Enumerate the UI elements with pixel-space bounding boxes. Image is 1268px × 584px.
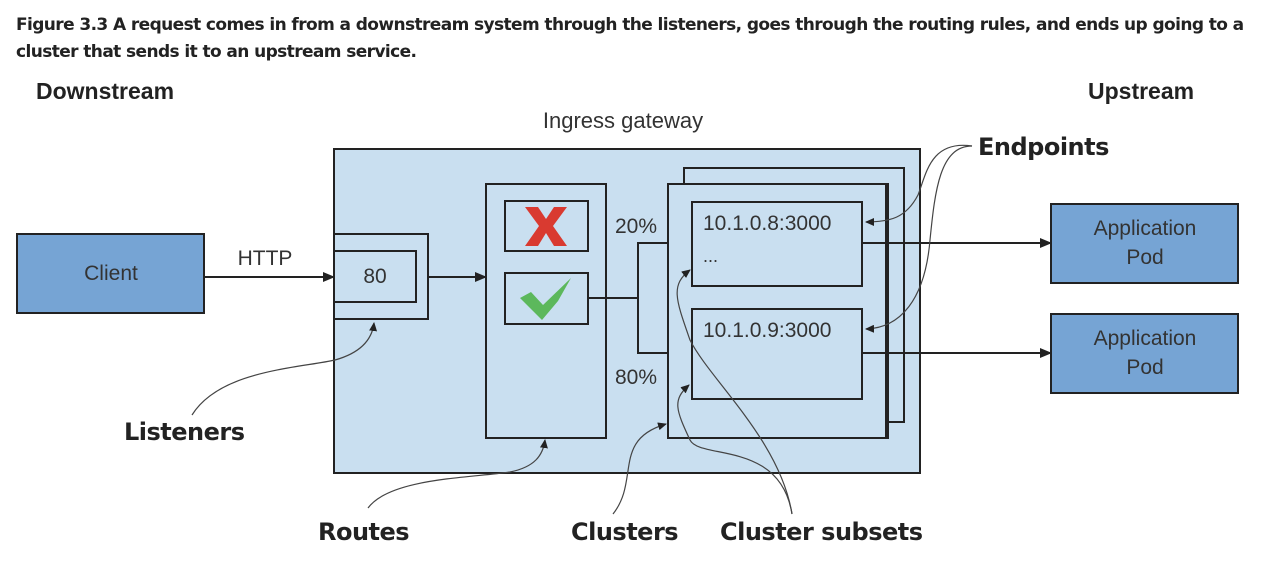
subset-2-callout-arrow (677, 384, 793, 515)
listener-port: 80 (363, 265, 386, 288)
subset-1-more: ... (703, 246, 718, 266)
routes-label: Routes (318, 518, 409, 546)
listener-port-box (333, 250, 417, 303)
routes-callout-arrow (367, 439, 548, 509)
gateway-title: Ingress gateway (543, 108, 703, 133)
endpoint-1-callout-arrow (865, 144, 973, 226)
split-bottom-percent: 80% (615, 366, 657, 389)
figure-caption: Figure 3.3 A request comes in from a dow… (16, 15, 1244, 62)
pod-2-line2: Pod (1126, 356, 1163, 379)
upstream-header: Upstream (1088, 78, 1194, 104)
x-icon (525, 207, 567, 246)
listeners-label: Listeners (124, 418, 245, 446)
pod-1-line2: Pod (1126, 246, 1163, 269)
client-label: Client (84, 262, 138, 285)
pod-1-line1: Application (1094, 217, 1197, 240)
cluster-subset-1 (691, 201, 863, 287)
accepted-route-box (504, 272, 589, 325)
subset-2-endpoint: 10.1.0.9:3000 (703, 319, 831, 342)
pod-2-line1: Application (1094, 327, 1197, 350)
clusters-label: Clusters (571, 518, 678, 546)
subset-1-endpoint: 10.1.0.8:3000 (703, 212, 831, 235)
endpoints-label: Endpoints (978, 133, 1109, 161)
downstream-header: Downstream (36, 78, 174, 104)
check-icon (520, 278, 571, 320)
listeners-callout-arrow (191, 322, 378, 416)
route-to-subset-1-arrow (588, 238, 693, 299)
client-node (16, 233, 205, 314)
cluster-subsets-label: Cluster subsets (720, 518, 923, 546)
application-pod-1 (1050, 203, 1239, 284)
http-label: HTTP (238, 247, 293, 270)
endpoint-2-callout-arrow (865, 145, 973, 333)
application-pod-2 (1050, 313, 1239, 394)
clusters-callout-arrow (612, 422, 667, 515)
split-top-percent: 20% (615, 215, 657, 238)
subset-1-callout-arrow (676, 269, 793, 515)
